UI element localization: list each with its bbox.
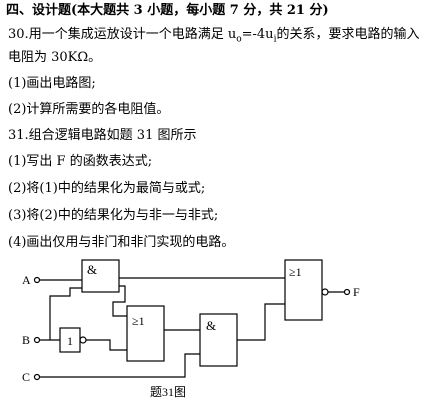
and-gate-1 <box>81 259 120 293</box>
input-c-label: C <box>22 370 30 384</box>
and-gate-1-symbol: & <box>87 262 97 277</box>
input-b-label: B <box>22 333 30 347</box>
input-a-label: A <box>22 273 31 287</box>
or-gate-2 <box>284 259 323 321</box>
q30-text-a: 用一个集成运放设计一个电路满足 u <box>28 27 237 42</box>
q31-part-2: (2)将(1)中的结果化为最简与或式; <box>8 181 206 196</box>
q30-sub-i: i <box>273 34 277 45</box>
input-b-terminal <box>33 336 41 344</box>
not-gate-symbol: 1 <box>67 334 73 348</box>
logic-circuit-diagram: A B C F & 1 ≥1 & ≥1 题31图 <box>22 259 360 399</box>
q30-line-2: 电阻为 30KΩ。 <box>8 50 102 65</box>
q30-part-2: (2)计算所需要的各电阻值。 <box>8 102 170 117</box>
wires <box>40 277 345 378</box>
q31-part-4: (4)画出仅用与非门和非门实现的电路。 <box>8 235 235 250</box>
not-gate-bubble <box>79 336 87 344</box>
figure-caption: 题31图 <box>150 385 186 399</box>
q30-part-1: (1)画出电路图; <box>8 76 96 91</box>
q30-text-b: =-4u <box>241 27 274 42</box>
q31-part-1: (1)写出 F 的函数表达式; <box>8 154 153 169</box>
input-a-terminal <box>33 276 41 284</box>
q30-line-1: 30.用一个集成运放设计一个电路满足 uo=-4ui的关系，要求电路的输入 <box>8 26 419 44</box>
and-gate-2-symbol: & <box>206 318 216 333</box>
q31-intro: 31.组合逻辑电路如题 31 图所示 <box>8 128 197 143</box>
or-gate-2-bubble <box>321 288 329 296</box>
or-gate-1 <box>126 305 165 362</box>
or-gate-1-symbol: ≥1 <box>132 314 145 328</box>
or-gate-2-symbol: ≥1 <box>289 265 302 279</box>
q30-number: 30. <box>8 27 29 42</box>
output-f-terminal <box>343 288 351 296</box>
section-heading: 四、设计题(本大题共 3 小题，每小题 7 分，共 21 分) <box>6 3 329 18</box>
q30-text-c: 的关系，要求电路的输入 <box>276 27 420 42</box>
q30-sub-o: o <box>236 34 242 45</box>
input-c-terminal <box>33 373 41 381</box>
q31-part-3: (3)将(2)中的结果化为与非一与非式; <box>8 208 219 223</box>
output-f-label: F <box>353 285 360 299</box>
